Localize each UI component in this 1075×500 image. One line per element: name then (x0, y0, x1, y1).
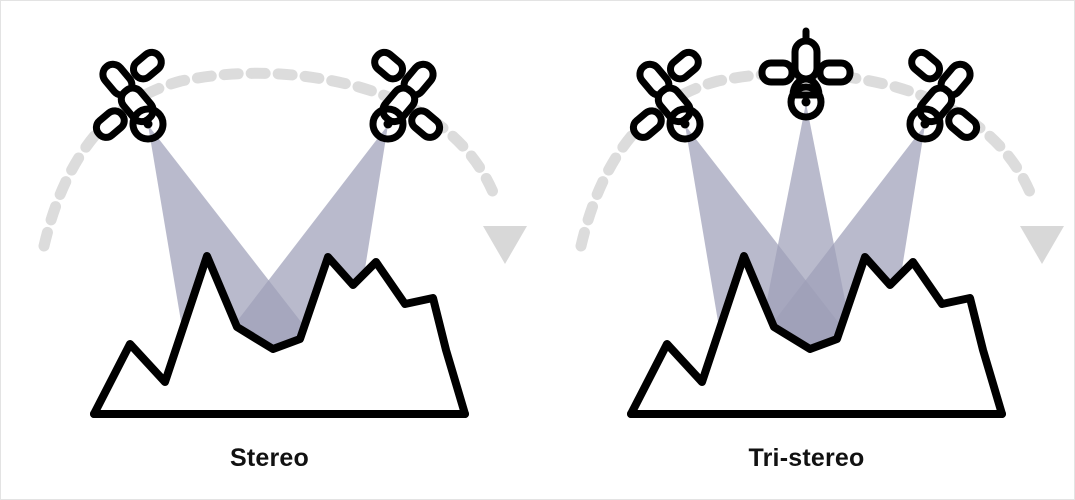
sensor-cone-right (191, 125, 388, 381)
sensor-cones-group (148, 125, 388, 381)
panel-tri-stereo: Tri-stereo (538, 1, 1074, 499)
terrain-group (627, 252, 1006, 418)
panel-stereo: Stereo (1, 1, 538, 499)
terrain-profile (90, 252, 469, 418)
sensor-cones-group (685, 103, 925, 381)
orbit-group (38, 67, 527, 264)
terrain-group (90, 252, 469, 418)
sensor-cone-right (728, 125, 925, 381)
panel-caption-stereo: Stereo (229, 444, 309, 472)
tri-stereo-illustration (575, 1, 1064, 418)
orbit-arc (38, 67, 501, 252)
satellite-center[interactable] (762, 31, 850, 117)
panel-caption-tri-stereo: Tri-stereo (748, 444, 865, 472)
direction-arrow (1020, 226, 1064, 264)
direction-arrow (483, 226, 527, 264)
terrain-profile (627, 252, 1006, 418)
stereo-illustration (38, 1, 527, 418)
